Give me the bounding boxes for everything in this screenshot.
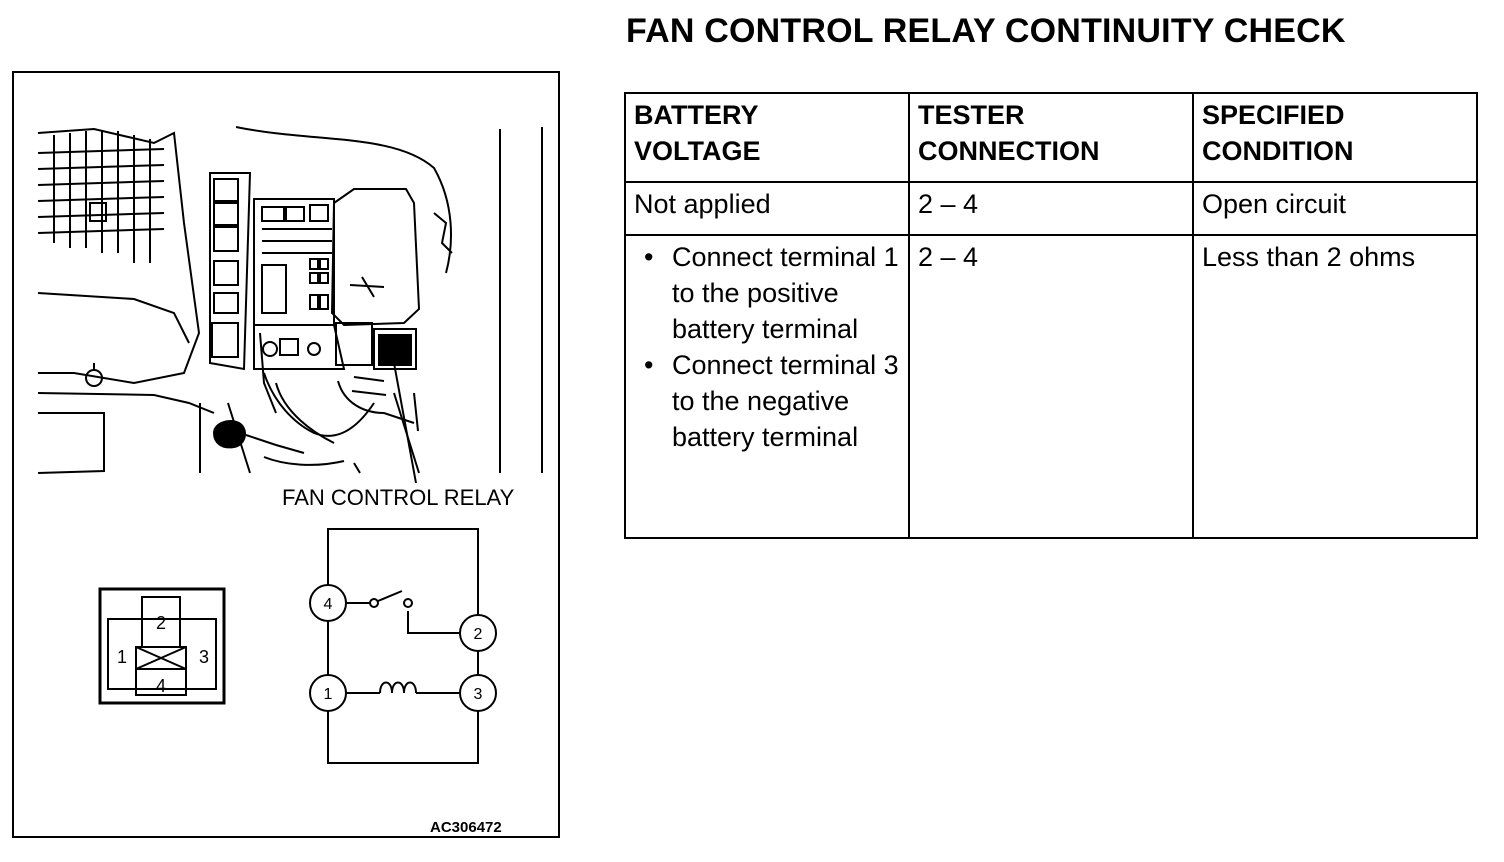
relay-schematic [309, 528, 497, 764]
header-line: SPECIFIED [1202, 100, 1345, 130]
table-header-row: BATTERY VOLTAGE TESTER CONNECTION SPECIF… [624, 92, 1478, 183]
schematic-terminal-1: 1 [324, 686, 333, 703]
cell-connection: 2 – 4 [908, 181, 1194, 236]
header-line: CONNECTION [918, 136, 1100, 166]
relay-figure: 2 1 3 4 4 2 1 3 FAN CONTROL RE [12, 71, 560, 838]
schematic-terminal-2: 2 [474, 626, 483, 643]
table-row: Not applied 2 – 4 Open circuit [624, 181, 1478, 236]
header-line: BATTERY [634, 100, 759, 130]
connector-face-diagram [98, 587, 226, 705]
continuity-table: BATTERY VOLTAGE TESTER CONNECTION SPECIF… [624, 92, 1478, 539]
cell-voltage: Not applied [624, 181, 910, 236]
page-title: FAN CONTROL RELAY CONTINUITY CHECK [626, 12, 1346, 50]
connector-pin-4: 4 [156, 676, 166, 696]
schematic-terminal-3: 3 [474, 686, 483, 703]
header-line: TESTER [918, 100, 1025, 130]
list-item: Connect terminal 1 to the positive batte… [634, 239, 900, 347]
header-specified-condition: SPECIFIED CONDITION [1192, 92, 1478, 183]
voltage-instructions: Connect terminal 1 to the positive batte… [634, 239, 900, 455]
connector-pin-1: 1 [117, 647, 127, 667]
table-row: Connect terminal 1 to the positive batte… [624, 234, 1478, 539]
cell-condition: Less than 2 ohms [1192, 234, 1478, 539]
header-tester-connection: TESTER CONNECTION [908, 92, 1194, 183]
header-line: VOLTAGE [634, 136, 761, 166]
cell-condition: Open circuit [1192, 181, 1478, 236]
engine-compartment-illustration: 2 1 3 4 4 2 1 3 [37, 126, 543, 764]
figure-code: AC306472 [430, 819, 502, 836]
cell-voltage: Connect terminal 1 to the positive batte… [624, 234, 910, 539]
header-battery-voltage: BATTERY VOLTAGE [624, 92, 910, 183]
schematic-terminal-4: 4 [324, 596, 333, 613]
connector-pin-3: 3 [199, 647, 209, 667]
cell-connection: 2 – 4 [908, 234, 1194, 539]
connector-pin-2: 2 [156, 613, 166, 633]
list-item: Connect terminal 3 to the negative batte… [634, 347, 900, 455]
fan-control-relay-label: FAN CONTROL RELAY [282, 485, 515, 510]
header-line: CONDITION [1202, 136, 1354, 166]
